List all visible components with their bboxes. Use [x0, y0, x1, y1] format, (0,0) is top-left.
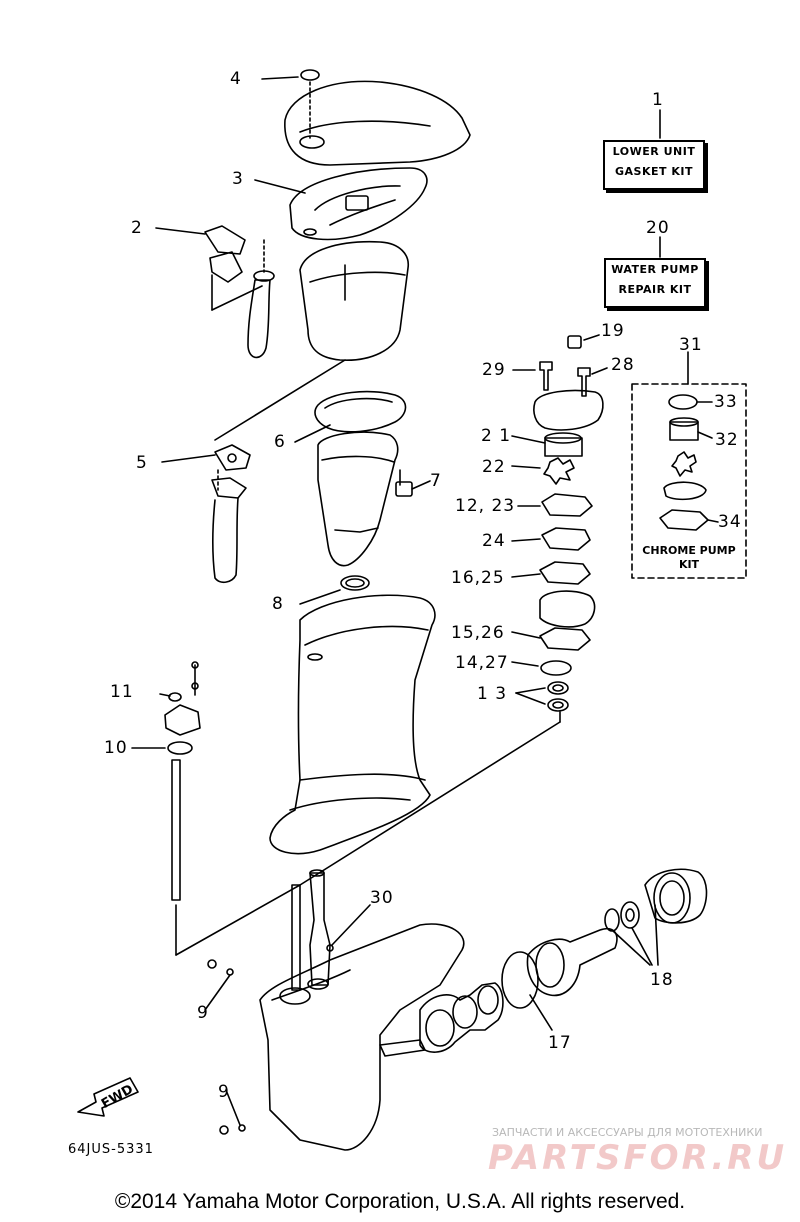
callout-34: 34 — [718, 512, 742, 532]
part-34-plate — [659, 509, 709, 531]
part-32-insert — [669, 421, 699, 441]
watermark-logo: PARTSFOR.RU — [488, 1138, 788, 1178]
callout-29: 29 — [482, 360, 506, 380]
watermark-tagline: ЗАПЧАСТИ И АКСЕССУАРЫ ДЛЯ МОТОТЕХНИКИ — [492, 1126, 763, 1139]
part-10-oring — [167, 741, 193, 755]
callout-32: 32 — [715, 430, 739, 450]
callout-21: 2 1 — [481, 426, 512, 446]
oil-pan — [299, 240, 409, 361]
callout-14-27: 14,27 — [455, 653, 509, 673]
callout-15-26: 15,26 — [451, 623, 505, 643]
callout-17: 17 — [548, 1033, 572, 1053]
part-7-damper — [395, 481, 413, 497]
part-3-gasket — [289, 167, 428, 241]
callout-22: 22 — [482, 457, 506, 477]
copyright-notice: ©2014 Yamaha Motor Corporation, U.S.A. A… — [114, 1190, 686, 1213]
part-13-seal-a — [547, 681, 569, 695]
callout-10: 10 — [104, 738, 128, 758]
callout-6: 6 — [274, 432, 286, 452]
drive-shaft — [291, 884, 301, 991]
part-24-liner — [541, 527, 591, 551]
callout-24: 24 — [482, 531, 506, 551]
chrome-impeller — [671, 451, 697, 477]
part-4-washer — [300, 69, 320, 81]
part-15-26-plate — [539, 627, 591, 651]
shift-rod-holder — [164, 704, 201, 736]
kit-chrome-line2: KIT — [678, 558, 700, 571]
part-33-washer — [668, 394, 698, 410]
callout-33: 33 — [714, 392, 738, 412]
propeller-shaft — [379, 1039, 426, 1057]
callout-1: 1 — [652, 90, 664, 110]
diagram-code: 64JUS-5331 — [68, 1142, 154, 1157]
upper-casing — [269, 594, 436, 855]
kit-pump-line2: REPAIR KIT — [618, 283, 692, 296]
exhaust-tube-lower — [211, 497, 239, 584]
part-16-25-gasket — [539, 561, 591, 585]
part-6-gasket — [314, 390, 407, 433]
propeller-housing — [526, 928, 618, 997]
part-22-impeller — [543, 457, 575, 485]
callout-13: 1 3 — [477, 684, 508, 704]
callout-28: 28 — [611, 355, 635, 375]
callout-11: 11 — [110, 682, 134, 702]
callout-19: 19 — [601, 321, 625, 341]
pump-housing — [533, 389, 604, 431]
part-11-washer — [168, 692, 182, 702]
callout-30: 30 — [370, 888, 394, 908]
part-5-plate — [214, 444, 251, 471]
callout-18: 18 — [650, 970, 674, 990]
part-8-seal — [340, 575, 370, 591]
kit-chrome-line1: CHROME PUMP — [642, 544, 736, 557]
callout-4: 4 — [230, 69, 242, 89]
shift-rod — [171, 759, 181, 901]
callout-20: 20 — [646, 218, 670, 238]
part-21-insert — [544, 437, 583, 457]
chrome-pump-kit-box — [631, 383, 747, 579]
part-28-bolt — [577, 367, 591, 397]
part-17-oring — [501, 951, 539, 1009]
water-pump-repair-kit-label: WATER PUMP REPAIR KIT — [604, 258, 706, 308]
callout-2: 2 — [131, 218, 143, 238]
part-18-washer-a — [604, 908, 620, 932]
callout-9a: 9 — [197, 1003, 209, 1023]
part-18-washer-b — [620, 901, 640, 929]
callout-3: 3 — [232, 169, 244, 189]
driveshaft-bore — [279, 987, 311, 1005]
chrome-pump-kit-label: CHROME PUMP KIT — [630, 544, 748, 572]
exhaust-tube-upper — [247, 279, 271, 359]
lower-unit-gasket-kit-label: LOWER UNIT GASKET KIT — [603, 140, 705, 190]
callout-12-23: 12, 23 — [455, 496, 516, 516]
callout-31: 31 — [679, 335, 703, 355]
exhaust-guide — [317, 431, 399, 567]
lower-casing — [259, 923, 465, 1151]
part-9-bolt-a — [207, 959, 217, 969]
part-29-bolt — [539, 361, 553, 391]
part-14-27-oring — [540, 660, 572, 676]
callout-16-25: 16,25 — [451, 568, 505, 588]
kit-gasket-line2: GASKET KIT — [615, 165, 693, 178]
kit-pump-line1: WATER PUMP — [611, 263, 699, 276]
upper-housing-cover — [284, 80, 471, 166]
part-19-collar — [567, 335, 582, 349]
callout-9b: 9 — [218, 1082, 230, 1102]
bearing-cartridge — [419, 982, 504, 1053]
part-9-bolt-b — [219, 1125, 229, 1135]
callout-8: 8 — [272, 594, 284, 614]
part-2-bracket — [204, 225, 246, 283]
fwd-arrow — [77, 1077, 139, 1117]
kit-gasket-line1: LOWER UNIT — [612, 145, 696, 158]
part-12-23-plate — [541, 493, 593, 517]
part-13-seal-b — [547, 698, 569, 712]
callout-5: 5 — [136, 453, 148, 473]
callout-7: 7 — [430, 471, 442, 491]
